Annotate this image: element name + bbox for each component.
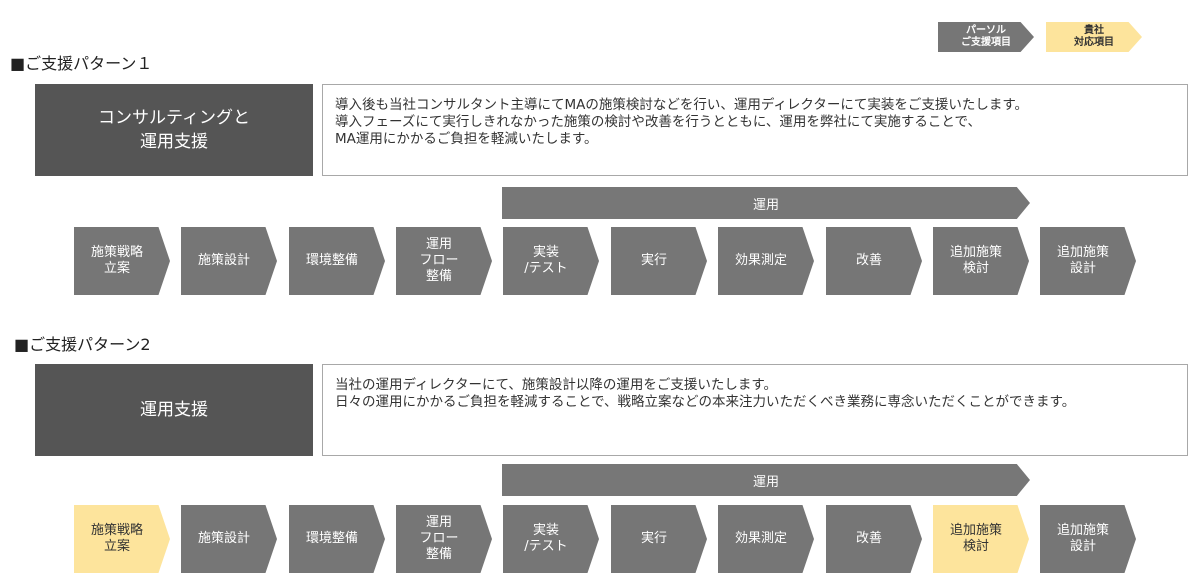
pattern-2-title: ■ご支援パターン2 <box>14 335 151 354</box>
process-step: 追加施策 検討 <box>933 227 1029 295</box>
process-step: 実装 /テスト <box>503 227 599 295</box>
description-line: 導入後も当社コンサルタント主導にてMAの施策検討などを行い、運用ディレクターにて… <box>335 97 1029 113</box>
process-step: 施策戦略 立案 <box>74 227 170 295</box>
process-step: 実装 /テスト <box>503 505 599 573</box>
process-step: 運用 フロー 整備 <box>396 505 492 573</box>
pattern-1-service-box: コンサルティングと 運用支援 <box>35 84 313 176</box>
pattern-1-description: 導入後も当社コンサルタント主導にてMAの施策検討などを行い、運用ディレクターにて… <box>322 84 1188 176</box>
description-line: 当社の運用ディレクターにて、施策設計以降の運用をご支援いたします。 <box>335 377 777 393</box>
pattern-2-service-box: 運用支援 <box>35 364 313 456</box>
process-step: 実行 <box>611 227 707 295</box>
process-step: 施策設計 <box>181 505 277 573</box>
legend-persol-support: パーソル ご支援項目 <box>938 22 1034 52</box>
pattern-1-title: ■ご支援パターン１ <box>10 54 153 73</box>
process-step: 環境整備 <box>289 227 385 295</box>
description-line: 導入フェーズにて実行しきれなかった施策の検討や改善を行うとともに、運用を弊社にて… <box>335 114 981 130</box>
description-line: MA運用にかかるご負担を軽減いたします。 <box>335 131 598 147</box>
process-step: 追加施策 設計 <box>1040 505 1136 573</box>
process-step: 施策設計 <box>181 227 277 295</box>
process-step: 実行 <box>611 505 707 573</box>
process-step: 効果測定 <box>718 505 814 573</box>
description-line: 日々の運用にかかるご負担を軽減することで、戦略立案などの本来注力いただくべき業務… <box>335 394 1076 410</box>
pattern-1-operation-bar: 運用 <box>502 187 1030 219</box>
process-step: 追加施策 設計 <box>1040 227 1136 295</box>
process-step: 改善 <box>826 505 922 573</box>
process-step: 追加施策 検討 <box>933 505 1029 573</box>
legend-client-task: 貴社 対応項目 <box>1046 22 1142 52</box>
process-step: 運用 フロー 整備 <box>396 227 492 295</box>
process-step: 改善 <box>826 227 922 295</box>
pattern-2-description: 当社の運用ディレクターにて、施策設計以降の運用をご支援いたします。 日々の運用に… <box>322 364 1188 456</box>
pattern-2-operation-bar: 運用 <box>502 464 1030 496</box>
process-step: 効果測定 <box>718 227 814 295</box>
process-step: 施策戦略 立案 <box>74 505 170 573</box>
process-step: 環境整備 <box>289 505 385 573</box>
